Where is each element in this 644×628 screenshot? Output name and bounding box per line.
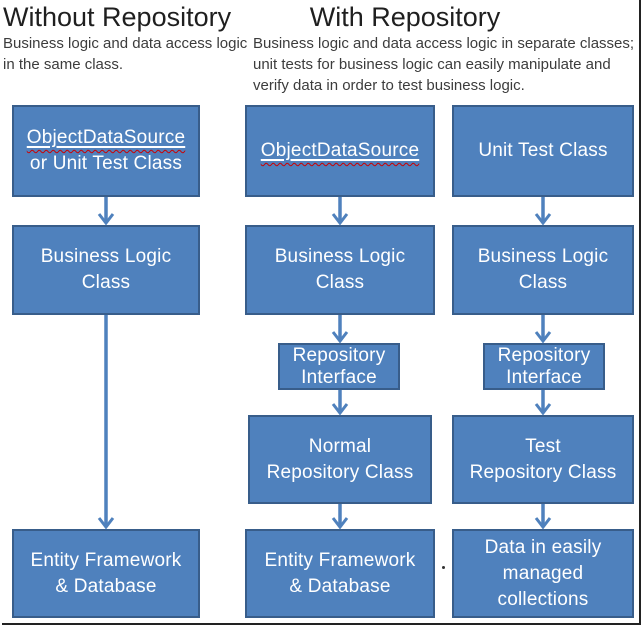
box-normal-entity-framework-database: Entity Framework& Database (245, 529, 435, 618)
box-label: ObjectDataSource (261, 138, 419, 164)
arrow-down-icon (331, 390, 349, 416)
box-normal-objectdatasource: ObjectDataSource (245, 105, 435, 197)
box-label: Entity Framework& Database (264, 549, 416, 597)
with-repository-description: Business logic and data access logic in … (253, 35, 635, 94)
box-label: ObjectDataSource or Unit Test Class (27, 125, 185, 177)
box-test-unit-test-class: Unit Test Class (452, 105, 634, 197)
spellchecked-word: ObjectDataSource (26, 127, 186, 148)
frame-border-bottom (2, 623, 641, 625)
arrow-down-icon (331, 504, 349, 530)
arrow-down-long-icon (97, 315, 115, 530)
box-label-rest: or Unit Test Class (29, 153, 183, 174)
box-without-objectdatasource-or-unit-test: ObjectDataSource or Unit Test Class (12, 105, 200, 197)
arrow-down-icon (331, 197, 349, 226)
with-repository-title: With Repository (309, 2, 501, 32)
arrow-down-icon (534, 504, 552, 530)
arrow-down-icon (534, 197, 552, 226)
arrow-down-icon (97, 197, 115, 226)
without-repository-title: Without Repository (3, 2, 232, 32)
arrow-down-icon (331, 315, 349, 344)
frame-border-right (639, 0, 641, 625)
arrow-down-icon (534, 315, 552, 344)
arrow-down-icon (534, 390, 552, 416)
stray-period-dot (442, 566, 445, 569)
box-label: Unit Test Class (478, 140, 608, 161)
box-without-entity-framework-database: Entity Framework& Database (12, 529, 200, 618)
without-repository-description: Business logic and data access logic in … (3, 35, 248, 73)
spellchecked-word: ObjectDataSource (260, 140, 420, 161)
box-label: Entity Framework& Database (30, 549, 182, 597)
